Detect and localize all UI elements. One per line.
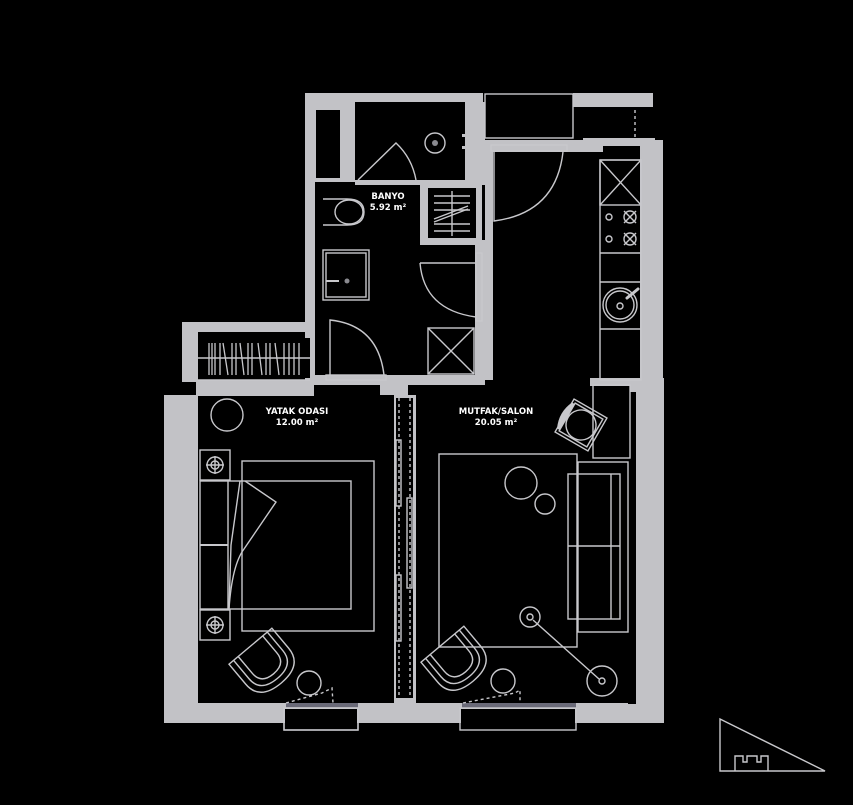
salon-fixtures: MUTFAK/SALON 20.05 m² <box>419 384 631 731</box>
bedroom-fixtures: YATAK ODASI 12.00 m² <box>198 338 375 731</box>
fridge-icon <box>599 159 642 206</box>
washing-machine-icon <box>427 327 475 375</box>
bathroom-door-swing-top <box>357 142 417 181</box>
coffee-table-small-icon <box>534 493 556 515</box>
armchair-icon-salon <box>419 625 487 691</box>
side-table-icon <box>296 670 322 696</box>
room-label-banyo: BANYO <box>371 192 404 202</box>
room-label-salon: MUTFAK/SALON <box>459 407 533 417</box>
bathroom-door-swing-bottom <box>329 319 385 376</box>
side-table-salon-icon <box>490 668 516 694</box>
kitchen-sink-icon <box>602 287 640 323</box>
shaft-hatch-icon <box>433 191 470 236</box>
nightstand-bottom-icon <box>199 609 231 641</box>
salon-window <box>459 707 577 731</box>
coffee-table-large-icon <box>504 466 538 500</box>
room-label-yatak: YATAK ODASI <box>265 407 329 417</box>
hall-door-swing <box>419 262 477 318</box>
kitchen-fixtures <box>490 110 642 381</box>
sink-icon <box>424 132 446 154</box>
floor-lamp-icon <box>519 606 618 697</box>
bed-icon <box>199 460 375 632</box>
room-area-salon: 20.05 m² <box>475 418 518 428</box>
sofa-icon <box>567 461 629 633</box>
round-table-icon <box>210 398 244 432</box>
window-swing-salon <box>462 688 521 704</box>
triangle-building-orientation-icon <box>719 717 826 772</box>
sliding-door-partition <box>395 398 413 704</box>
wardrobe-icon <box>198 338 310 381</box>
bathroom-fixtures: BANYO 5.92 m² <box>322 132 483 381</box>
rug <box>438 453 578 648</box>
cooktop-icon <box>600 210 641 254</box>
shower-tray-icon <box>322 249 370 301</box>
entry-door-swing <box>493 151 564 222</box>
armchair-icon-bedroom <box>227 627 295 693</box>
room-area-yatak: 12.00 m² <box>276 418 319 428</box>
dining-chair-icon <box>554 398 608 452</box>
nightstand-top-icon <box>199 449 231 481</box>
room-fills <box>198 102 640 703</box>
toilet-icon <box>323 198 365 226</box>
window-swing <box>285 686 334 704</box>
room-area-banyo: 5.92 m² <box>370 203 407 213</box>
